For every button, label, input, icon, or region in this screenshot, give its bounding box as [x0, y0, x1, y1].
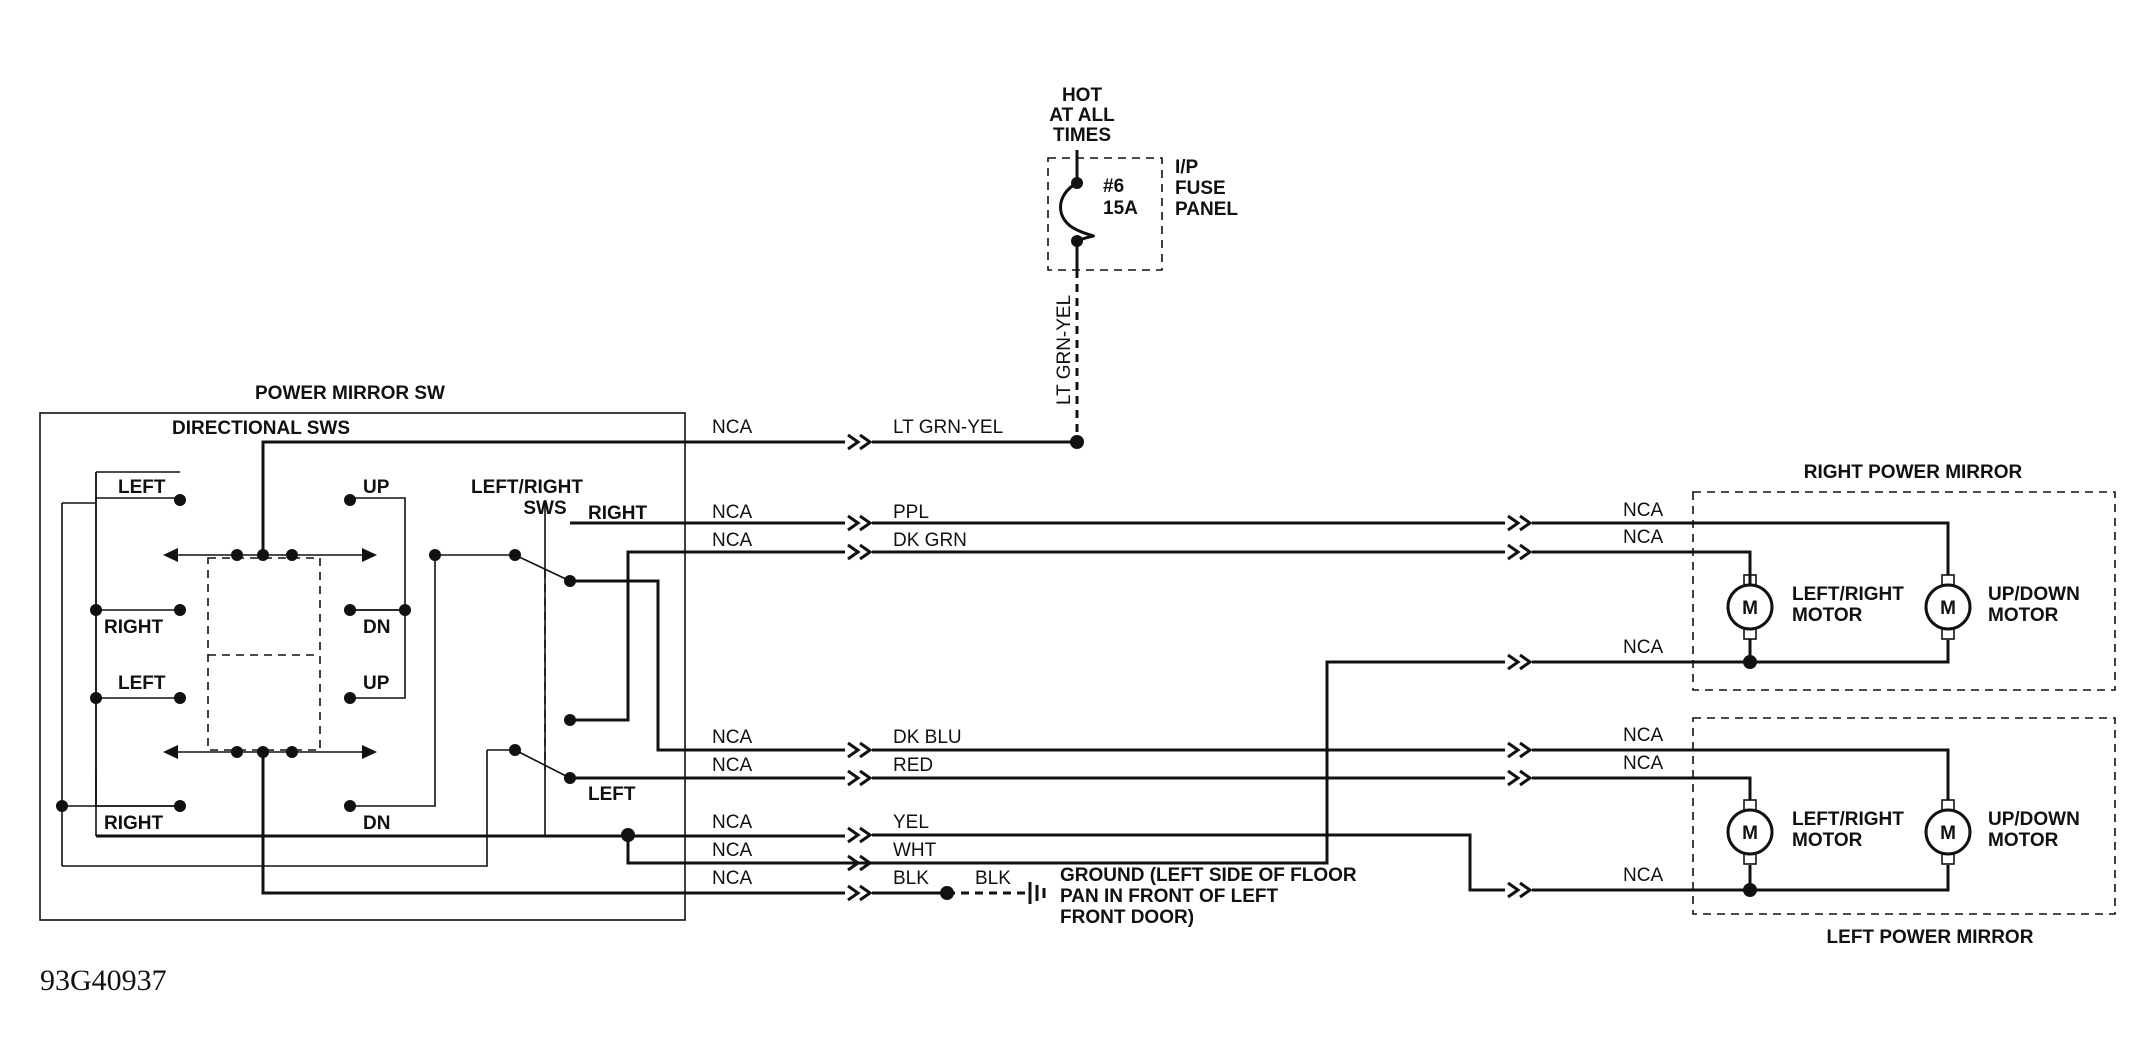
w3-left-label: NCA [712, 530, 752, 551]
w9-color-label: BLK [893, 868, 929, 889]
dir-label-dn-1: DN [363, 617, 390, 638]
main-wiring [96, 433, 1950, 902]
left-mirror-title: LEFT POWER MIRROR [1827, 927, 2034, 948]
lr-sws-title-line1: LEFT/RIGHT [471, 477, 583, 498]
w3-color-label: DK GRN [893, 530, 967, 551]
w5-color-label: DK BLU [893, 727, 962, 748]
dir-label-up-1: UP [363, 477, 390, 498]
fuse-rating: 15A [1103, 198, 1138, 219]
fuse-panel-label-line1: I/P [1175, 157, 1199, 178]
ground-label-line2: PAN IN FRONT OF LEFT [1060, 886, 1279, 907]
w3-right-label: NCA [1623, 527, 1663, 548]
w7-color-label: YEL [893, 812, 929, 833]
right-ud-motor-symbol: M [1940, 598, 1956, 619]
right-ud-motor-label-line1: UP/DOWN [1988, 584, 2080, 605]
w10-right-label: NCA [1623, 865, 1663, 886]
right-ud-motor-label-line2: MOTOR [1988, 605, 2059, 626]
left-lr-motor-label-line1: LEFT/RIGHT [1792, 809, 1904, 830]
w1-left-label: NCA [712, 417, 752, 438]
left-ud-motor-label-line2: MOTOR [1988, 830, 2059, 851]
left-lr-motor-symbol: M [1742, 823, 1758, 844]
lr-sws-right-label: RIGHT [588, 503, 648, 524]
fuse-panel-box [1047, 157, 1163, 271]
right-lr-motor-label-line1: LEFT/RIGHT [1792, 584, 1904, 605]
w7-left-label: NCA [712, 812, 752, 833]
dir-label-left-2: LEFT [118, 673, 166, 694]
w2-left-label: NCA [712, 502, 752, 523]
hot-label-line1: HOT [1062, 85, 1103, 106]
ground-label-line3: FRONT DOOR) [1060, 907, 1194, 928]
lr-sws-title-line2: SWS [523, 498, 566, 519]
right-mirror-box [1692, 491, 2116, 691]
w9-left-label: NCA [712, 868, 752, 889]
w4-right-label: NCA [1623, 637, 1663, 658]
left-lr-motor-label-line2: MOTOR [1792, 830, 1863, 851]
w6-color-label: RED [893, 755, 933, 776]
power-mirror-sw-box [39, 412, 686, 921]
figure-id: 93G40937 [40, 964, 167, 997]
power-mirror-sw-title: POWER MIRROR SW [255, 383, 445, 404]
w2-color-label: PPL [893, 502, 929, 523]
dir-label-right-2: RIGHT [104, 813, 164, 834]
dir-label-right-1: RIGHT [104, 617, 164, 638]
fuse-panel-label-line2: FUSE [1175, 178, 1226, 199]
right-lr-motor-label-line2: MOTOR [1792, 605, 1863, 626]
hot-label-line2: AT ALL [1049, 105, 1115, 126]
lr-sws-left-label: LEFT [588, 784, 636, 805]
w6-left-label: NCA [712, 755, 752, 776]
power-mirror-switch: POWER MIRROR SW DIRECTIONAL SWS [39, 383, 686, 921]
ground-label-line1: GROUND (LEFT SIDE OF FLOOR [1060, 865, 1357, 886]
fuse-panel: HOT AT ALL TIMES #6 15A I/P FUSE PANEL [1047, 85, 1238, 271]
w6-right-label: NCA [1623, 753, 1663, 774]
w8-left-label: NCA [712, 840, 752, 861]
w5-right-label: NCA [1623, 725, 1663, 746]
left-power-mirror: M LEFT/RIGHT MOTOR M UP/DOWN MOTOR LEFT … [1692, 717, 2116, 948]
left-ud-motor-symbol: M [1940, 823, 1956, 844]
w2-right-label: NCA [1623, 500, 1663, 521]
dir-label-dn-2: DN [363, 813, 390, 834]
w9-ground-color-label: BLK [975, 868, 1011, 889]
dir-label-left-1: LEFT [118, 477, 166, 498]
dir-label-up-2: UP [363, 673, 390, 694]
ground-icon [1028, 882, 1046, 904]
hot-label-line3: TIMES [1053, 125, 1111, 146]
left-ud-motor-label-line1: UP/DOWN [1988, 809, 2080, 830]
left-mirror-box [1692, 717, 2116, 915]
fuse-panel-label-line3: PANEL [1175, 199, 1238, 220]
fuse-number: #6 [1103, 176, 1124, 197]
right-mirror-title: RIGHT POWER MIRROR [1804, 462, 2023, 483]
w5-left-label: NCA [712, 727, 752, 748]
w1-color-label: LT GRN-YEL [893, 417, 1003, 438]
fuse-icon [1059, 181, 1095, 243]
right-power-mirror: RIGHT POWER MIRROR M LEFT/RIGHT MOTOR M … [1692, 462, 2116, 691]
directional-sws-title: DIRECTIONAL SWS [172, 418, 350, 439]
right-lr-motor-symbol: M [1742, 598, 1758, 619]
wire-labels: NCA LT GRN-YEL NCA PPL NCA NCA DK GRN NC… [712, 417, 1663, 889]
feed-wire-label: LT GRN-YEL [1054, 295, 1075, 405]
w8-color-label: WHT [893, 840, 937, 861]
